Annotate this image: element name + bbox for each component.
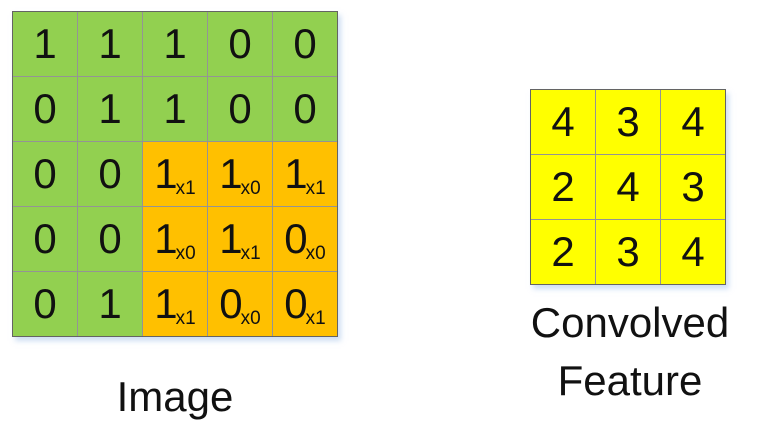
cell-value: 1 — [154, 150, 178, 197]
image-grid-cell-r2c3: 1 — [143, 77, 207, 141]
cell-value: 2 — [551, 228, 575, 275]
kernel-weight-subscript: x1 — [175, 308, 196, 329]
kernel-weight-subscript: x1 — [305, 308, 326, 329]
cell-value: 1 — [98, 85, 122, 132]
cell-value: 1 — [98, 280, 122, 327]
kernel-weight-subscript: x0 — [305, 243, 326, 264]
convolved-grid-cell-r1c1: 4 — [531, 90, 595, 154]
kernel-weight-subscript: x0 — [240, 308, 261, 329]
cell-value: 1 — [98, 20, 122, 67]
image-grid-cell-r1c5: 0 — [273, 12, 337, 76]
cell-value: 4 — [681, 98, 705, 145]
cell-value: 1 — [219, 150, 243, 197]
cell-value: 3 — [616, 98, 640, 145]
kernel-weight-subscript: x0 — [240, 178, 261, 199]
cell-value: 0 — [228, 85, 252, 132]
cell-value: 0 — [33, 150, 57, 197]
image-grid-cell-r1c3: 1 — [143, 12, 207, 76]
image-grid-cell-r5c1: 0 — [13, 272, 77, 336]
image-grid-cell-r2c2: 1 — [78, 77, 142, 141]
cell-value: 1 — [33, 20, 57, 67]
cell-value: 1 — [284, 150, 308, 197]
cell-value: 0 — [98, 150, 122, 197]
convolved-grid-cell-r2c2: 4 — [596, 155, 660, 219]
cell-value: 4 — [681, 228, 705, 275]
convolved-feature-label-line2: Feature — [557, 357, 703, 404]
cell-value: 0 — [33, 280, 57, 327]
cell-value: 2 — [551, 163, 575, 210]
kernel-weight-subscript: x1 — [175, 178, 196, 199]
convolved-grid-cell-r1c3: 4 — [661, 90, 725, 154]
image-grid-cell-r2c4: 0 — [208, 77, 272, 141]
cell-value: 3 — [616, 228, 640, 275]
image-grid-cell-r1c2: 1 — [78, 12, 142, 76]
cell-value: 0 — [98, 215, 122, 262]
image-grid-cell-r3c1: 0 — [13, 142, 77, 206]
image-grid-cell-r4c2: 0 — [78, 207, 142, 271]
cell-value: 1 — [163, 20, 187, 67]
cell-value: 1 — [154, 280, 178, 327]
image-grid-cell-r1c4: 0 — [208, 12, 272, 76]
cell-value: 0 — [284, 215, 308, 262]
cell-value: 3 — [681, 163, 705, 210]
convolved-feature-label: Convolved Feature — [488, 294, 763, 410]
cell-value: 0 — [219, 280, 243, 327]
convolved-grid-cell-r3c3: 4 — [661, 220, 725, 284]
image-grid-cell-r2c1: 0 — [13, 77, 77, 141]
cell-value: 4 — [551, 98, 575, 145]
cell-value: 0 — [228, 20, 252, 67]
convolved-grid-cell-r2c1: 2 — [531, 155, 595, 219]
cell-value: 1 — [219, 215, 243, 262]
image-grid-cell-r3c2: 0 — [78, 142, 142, 206]
cell-value: 0 — [293, 20, 317, 67]
cell-value: 0 — [33, 85, 57, 132]
cell-value: 0 — [293, 85, 317, 132]
convolved-grid-cell-r3c1: 2 — [531, 220, 595, 284]
cell-value: 1 — [154, 215, 178, 262]
cell-value: 4 — [616, 163, 640, 210]
convolved-grid-cell-r2c3: 3 — [661, 155, 725, 219]
cell-value: 1 — [163, 85, 187, 132]
image-grid-cell-r4c1: 0 — [13, 207, 77, 271]
image-grid-cell-r1c1: 1 — [13, 12, 77, 76]
cell-value: 0 — [33, 215, 57, 262]
cell-value: 0 — [284, 280, 308, 327]
convolved-feature-label-line1: Convolved — [530, 299, 730, 346]
kernel-weight-subscript: x1 — [240, 243, 261, 264]
convolved-grid-cell-r3c2: 3 — [596, 220, 660, 284]
image-grid-cell-r2c5: 0 — [273, 77, 337, 141]
image-grid-cell-r5c2: 1 — [78, 272, 142, 336]
convolved-grid-cell-r1c2: 3 — [596, 90, 660, 154]
kernel-weight-subscript: x0 — [175, 243, 196, 264]
kernel-weight-subscript: x1 — [305, 178, 326, 199]
image-grid-label: Image — [116, 373, 234, 420]
